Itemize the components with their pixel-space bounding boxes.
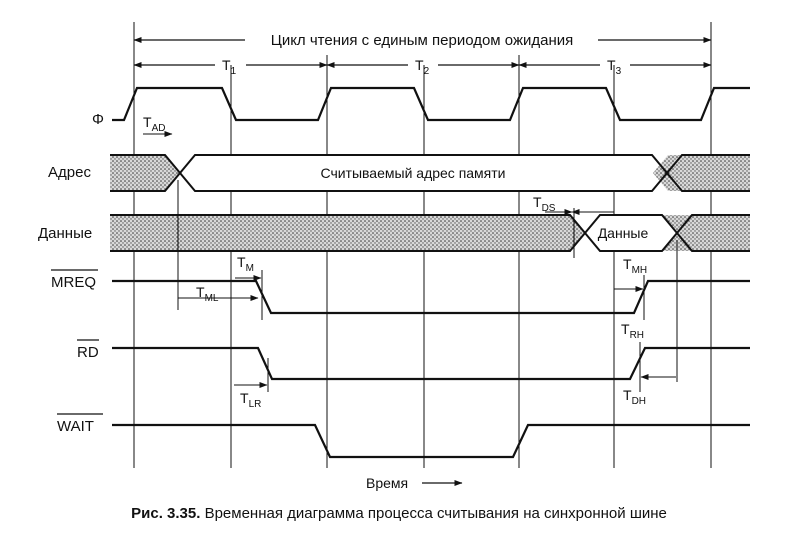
data-valid-region [570, 215, 677, 251]
period-t1-label: T1 [222, 57, 237, 77]
mreq-waveform [112, 279, 750, 315]
tmh-label: TMH [623, 256, 647, 276]
cycle-title: Цикл чтения с единым периодом ожидания [271, 32, 574, 49]
timing-markers [143, 131, 678, 392]
time-axis-label: Время [366, 475, 408, 491]
trh-label: TRH [621, 321, 644, 341]
signal-address-label: Адрес [48, 164, 91, 181]
tds-label: TDS [533, 194, 556, 214]
signal-wait-label: WAIT [57, 418, 94, 435]
address-undefined-after [653, 155, 750, 191]
signal-rd-label: RD [77, 344, 99, 361]
data-undefined-before [110, 215, 585, 251]
tm-label: TM [237, 254, 254, 274]
tlr-label: TLR [240, 390, 261, 410]
signal-clock-label: Φ [92, 111, 104, 128]
wait-waveform [112, 423, 750, 459]
address-bus-value: Считываемый адрес памяти [320, 165, 505, 181]
address-valid-region [165, 155, 668, 191]
address-bus [110, 154, 750, 192]
tdh-label: TDH [623, 387, 646, 407]
signal-mreq-label: MREQ [51, 274, 96, 291]
period-t3-label: T3 [607, 57, 622, 77]
signal-data-label: Данные [38, 225, 92, 242]
data-bus [110, 208, 750, 258]
tad-label: TAD [143, 114, 165, 134]
period-t2-label: T2 [415, 57, 430, 77]
rd-waveform [112, 346, 750, 381]
data-bus-value: Данные [598, 225, 649, 241]
caption-number: Рис. 3.35. [131, 505, 201, 522]
clock-waveform [112, 86, 750, 122]
caption-text: Временная диаграмма процесса считывания … [204, 505, 667, 522]
tml-label: TML [196, 284, 219, 304]
address-undefined-before [110, 155, 180, 191]
figure-caption: Рис. 3.35. Временная диаграмма процесса … [0, 505, 798, 522]
